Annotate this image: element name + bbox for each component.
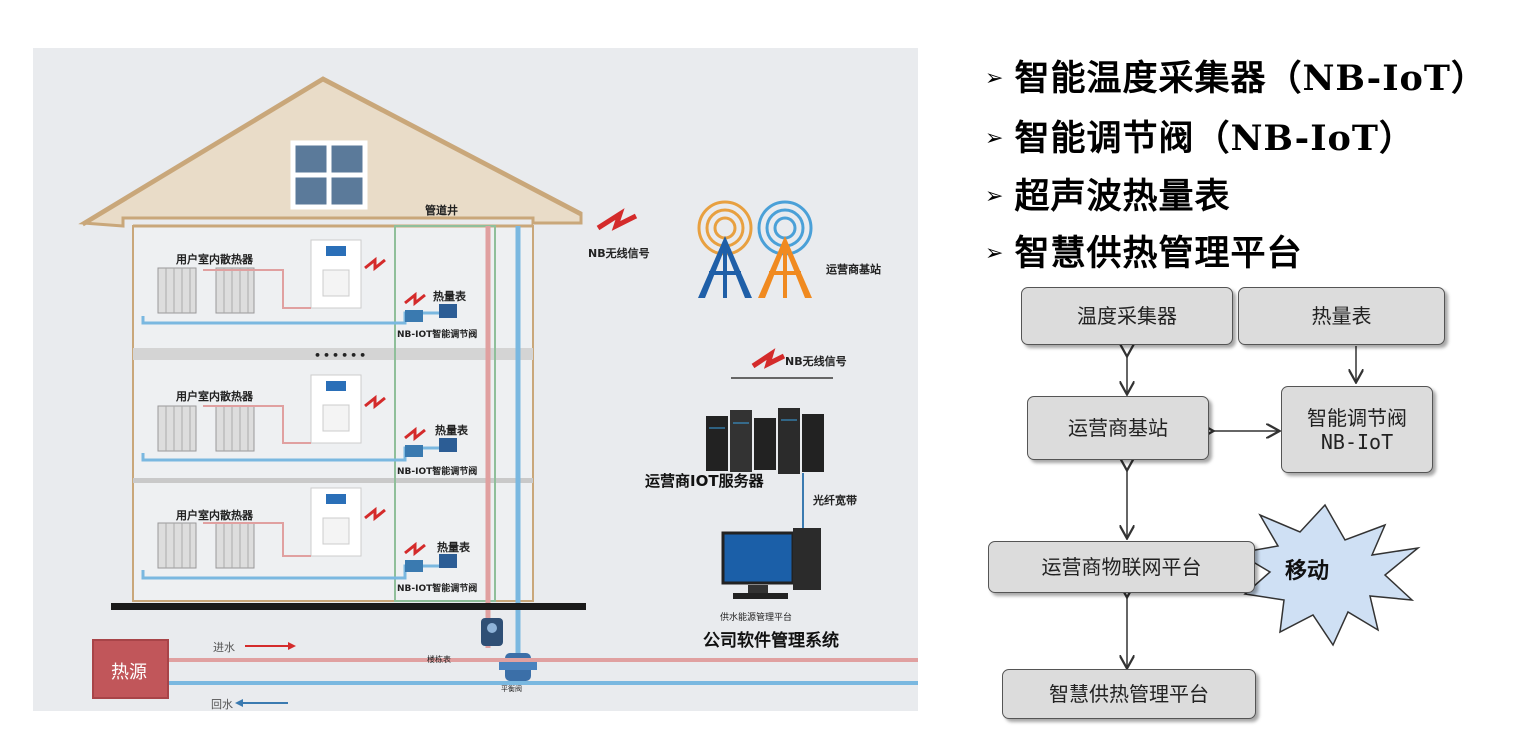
arrow-bullet-icon: ➢ — [985, 126, 1005, 151]
bullet-text: 智能调节阀（NB-IoT） — [1014, 118, 1415, 159]
heat-meter-label: 热量表 — [435, 424, 468, 437]
bullet-item: ➢ 超声波热量表 — [985, 168, 1230, 219]
flow-node-temp-collector: 温度采集器 — [1021, 287, 1233, 345]
valve-icon — [405, 310, 423, 322]
nb-signal-label: NB无线信号 — [588, 247, 650, 260]
flow-node-heating-platform: 智慧供热管理平台 — [1002, 669, 1256, 719]
mobile-label: 移动 — [1285, 559, 1330, 584]
fiber-label: 光纤宽带 — [813, 494, 857, 507]
ground-line — [111, 603, 586, 610]
house-scene — [78, 76, 918, 707]
radiator-icon — [157, 522, 255, 569]
flow-node-label: 智慧供热管理平台 — [1049, 682, 1209, 706]
balancing-valve-icon — [499, 653, 537, 681]
valve-label: NB-IOT智能调节阀 — [397, 330, 478, 340]
valve-label: NB-IOT智能调节阀 — [397, 584, 478, 594]
floor-1 — [141, 239, 457, 325]
flow-node-label: 运营商物联网平台 — [1041, 555, 1202, 579]
floor-3 — [141, 487, 457, 580]
bullet-text: 超声波热量表 — [1014, 176, 1231, 217]
heat-meter-icon — [439, 554, 457, 568]
attic-window — [290, 140, 368, 210]
flow-node-label: 运营商基站 — [1068, 416, 1168, 440]
pipe-shaft-label: 管道井 — [425, 204, 458, 217]
building-meter-label: 楼栋表 — [427, 655, 451, 664]
signal-icon — [404, 291, 426, 307]
flow-node-label: 温度采集器 — [1077, 304, 1177, 328]
water-out-label: 回水 — [211, 698, 233, 711]
computer-icon — [721, 528, 821, 599]
radiator-label: 用户室内散热器 — [176, 509, 253, 522]
bullet-item: ➢ 智能调节阀（NB-IoT） — [985, 110, 1415, 161]
flow-node-label: NB-IoT — [1320, 429, 1394, 454]
tower-orange-icon — [757, 200, 813, 298]
software-small-label: 供水能源管理平台 — [720, 613, 793, 623]
floor-2 — [141, 374, 457, 462]
signal-icon — [751, 348, 786, 369]
heat-meter-icon — [439, 438, 457, 452]
flow-node-label: 热量表 — [1311, 304, 1372, 328]
signal-icon — [364, 394, 386, 410]
flow-node-base-station: 运营商基站 — [1027, 396, 1209, 460]
floor-ellipsis: •••••• — [314, 349, 369, 362]
valve-icon — [405, 560, 423, 572]
radiator-label: 用户室内散热器 — [176, 253, 253, 266]
flow-node-label: 智能调节阀 — [1307, 405, 1407, 430]
radiator-label: 用户室内散热器 — [176, 390, 253, 403]
valve-icon — [405, 445, 423, 457]
bullet-text: 智慧供热管理平台 — [1014, 233, 1303, 274]
heat-meter-label: 热量表 — [433, 290, 466, 303]
pipe-shaft — [394, 225, 496, 602]
heat-source-label: 热源 — [111, 662, 147, 683]
software-label: 公司软件管理系统 — [703, 631, 839, 651]
nb-signal-label: NB无线信号 — [785, 355, 847, 368]
flow-node-heat-meter: 热量表 — [1238, 287, 1445, 345]
iot-server-label: 运营商IOT服务器 — [645, 472, 764, 490]
signal-icon — [364, 506, 386, 522]
building-meter-icon — [481, 618, 503, 646]
balancing-valve-label: 平衡阀 — [501, 685, 522, 693]
bullet-text: 智能温度采集器（NB-IoT） — [1014, 58, 1487, 99]
signal-icon — [364, 256, 386, 272]
base-station-label: 运营商基站 — [826, 263, 881, 276]
radiator-icon — [157, 405, 255, 452]
heat-meter-label: 热量表 — [437, 541, 470, 554]
arrow-bullet-icon: ➢ — [985, 241, 1005, 266]
flow-node-smart-valve: 智能调节阀 NB-IoT — [1281, 386, 1433, 473]
water-in-label: 进水 — [213, 641, 235, 654]
heat-source-box — [92, 639, 169, 699]
server-rack-icon — [706, 408, 824, 474]
valve-label: NB-IOT智能调节阀 — [397, 467, 478, 477]
signal-icon — [404, 541, 426, 557]
arrow-bullet-icon: ➢ — [985, 66, 1005, 91]
radiator-icon — [157, 267, 255, 314]
flow-node-iot-platform: 运营商物联网平台 — [988, 541, 1255, 593]
signal-icon — [404, 426, 426, 442]
heating-system-illustration: 管道井 用户室内散热器 热量表 NB-IOT智能调节阀 •••••• 用户室内散… — [33, 48, 918, 711]
arrow-bullet-icon: ➢ — [985, 184, 1005, 209]
bullet-item: ➢ 智慧供热管理平台 — [985, 225, 1302, 276]
heat-meter-icon — [439, 304, 457, 318]
signal-icon — [596, 208, 638, 231]
tower-blue-icon — [697, 200, 753, 298]
bullet-item: ➢ 智能温度采集器（NB-IoT） — [985, 50, 1487, 101]
